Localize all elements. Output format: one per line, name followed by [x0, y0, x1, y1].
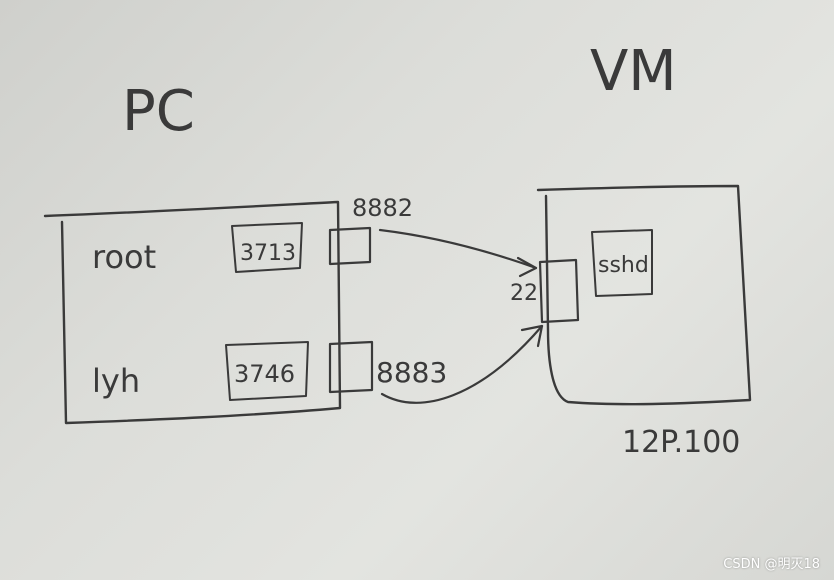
tunnel-port-8883-label: 8883 — [376, 356, 447, 389]
lyh-port-box — [225, 341, 309, 401]
vm-port-22-box — [538, 258, 580, 324]
tunnel-arrow-8882-head — [516, 256, 538, 278]
pc-title: PC — [122, 79, 195, 144]
tunnel-port-8882-label: 8882 — [352, 194, 413, 222]
tunnel-arrow-8883 — [380, 324, 544, 404]
user-lyh-label: lyh — [92, 362, 140, 400]
lyh-port-label: 3746 — [234, 360, 295, 388]
tunnel-arrow-8883-head — [520, 324, 544, 348]
sshd-box — [591, 229, 653, 297]
root-port-box — [231, 222, 303, 273]
pc-box — [43, 200, 342, 425]
sshd-label: sshd — [598, 253, 649, 278]
user-root-label: root — [92, 238, 156, 276]
local-port-8882-box — [328, 226, 372, 266]
vm-ip-label: 12P.100 — [622, 425, 740, 460]
vm-port-label: 22 — [510, 281, 538, 306]
tunnel-arrow-8882 — [378, 228, 538, 270]
local-port-8883-box — [328, 340, 374, 394]
watermark: CSDN @明灭18 — [723, 557, 820, 572]
vm-title: VM — [590, 39, 677, 104]
root-port-label: 3713 — [240, 241, 296, 266]
vm-box — [536, 184, 752, 406]
